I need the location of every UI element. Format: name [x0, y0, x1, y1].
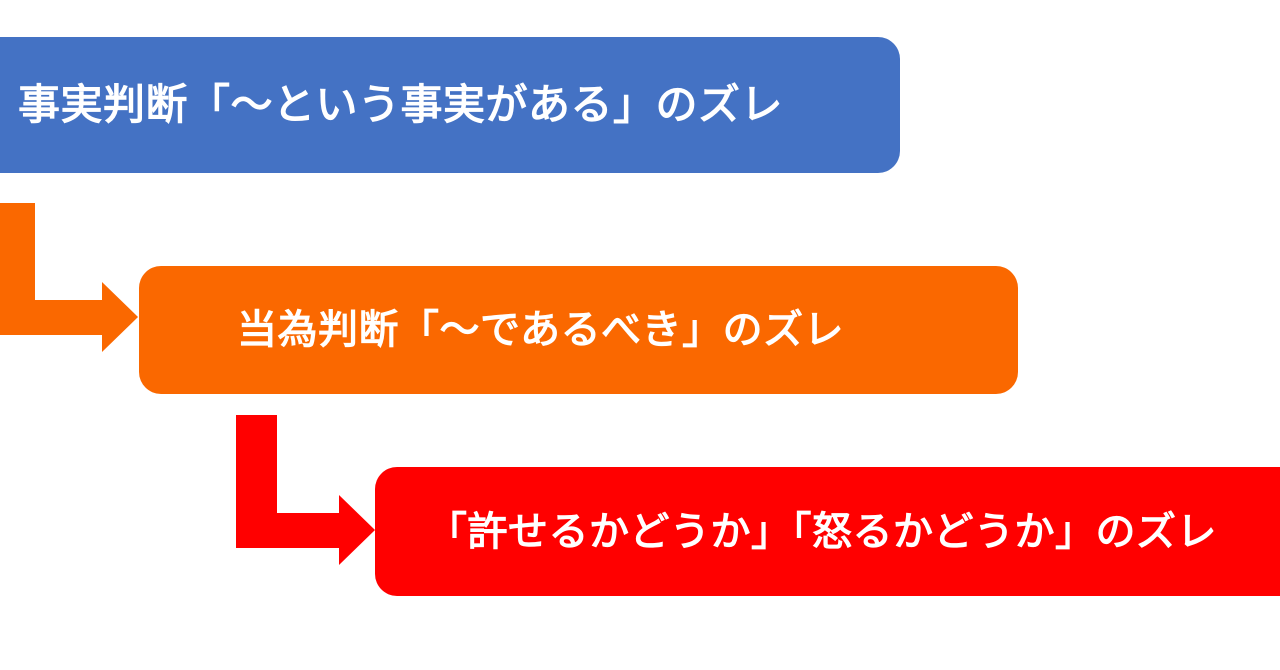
node-forgiveness-judgment-label: 「許せるかどうか」「怒るかどうか」のズレ — [427, 509, 1217, 554]
node-ought-judgment[interactable]: 当為判断「～であるべき」のズレ — [139, 266, 1018, 394]
connector-horizontal-stem — [0, 300, 115, 335]
node-ought-judgment-label: 当為判断「～であるべき」のズレ — [237, 308, 845, 352]
connector-ought-to-forgive-arrow-icon — [236, 415, 426, 565]
node-fact-judgment[interactable]: 事実判断「～という事実がある」のズレ — [0, 37, 900, 173]
node-fact-judgment-label: 事実判断「～という事実がある」のズレ — [18, 80, 784, 128]
node-forgiveness-judgment[interactable]: 「許せるかどうか」「怒るかどうか」のズレ — [375, 467, 1280, 596]
connector-arrowhead-icon — [339, 495, 375, 565]
connector-horizontal-stem — [236, 513, 344, 548]
connector-fact-to-ought-arrow-icon — [0, 203, 150, 352]
connector-arrowhead-icon — [102, 282, 138, 352]
